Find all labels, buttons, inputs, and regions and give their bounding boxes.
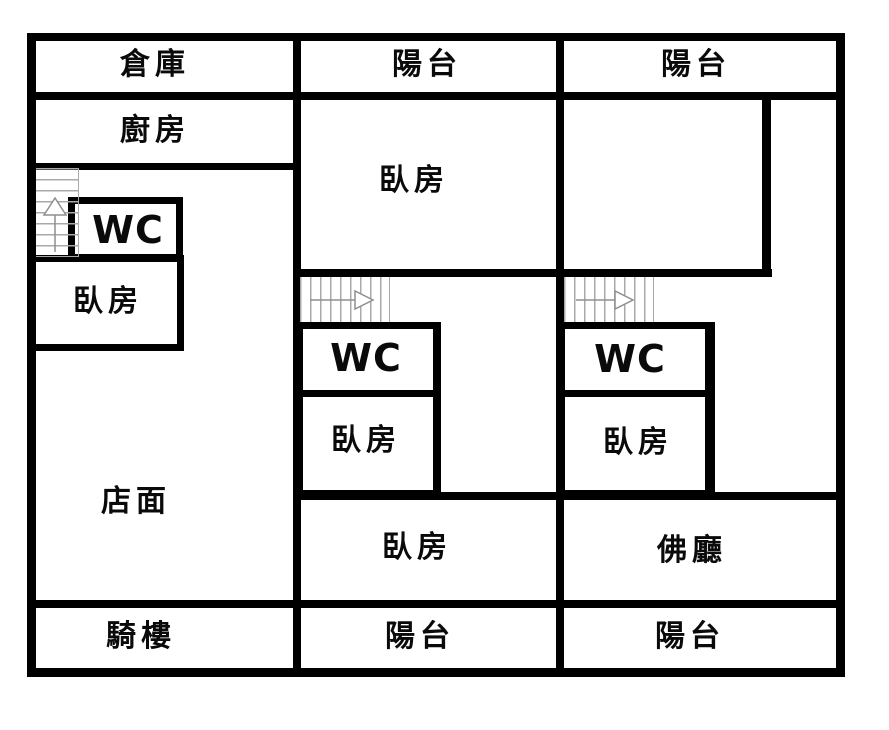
stairs-right-arrow-icon — [310, 289, 375, 311]
bedroom-middle-top-label: 臥房 — [379, 163, 449, 198]
wall-top-row-bottom — [27, 92, 845, 100]
stairs-right-arrow-icon — [576, 289, 635, 311]
arcade-label: 騎樓 — [106, 619, 176, 654]
wall-outer-bottom — [27, 668, 845, 677]
wall-outer-top — [27, 33, 845, 41]
room-bedroom-left — [27, 255, 184, 351]
balcony-bottom-right-label: 陽台 — [655, 619, 725, 654]
wc-left-label: WC — [92, 208, 164, 252]
wall-mid-bedrooms-bottom — [293, 269, 772, 277]
bedroom-left-label: 臥房 — [73, 284, 143, 319]
storefront-label: 店面 — [101, 484, 171, 519]
wc-right-label: WC — [594, 337, 666, 381]
stairs-up-arrow-icon — [42, 196, 68, 252]
balcony-top-right-label: 陽台 — [661, 47, 731, 82]
balcony-bottom-middle-label: 陽台 — [385, 619, 455, 654]
wall-lower-horizontal — [27, 600, 845, 608]
storage-room-label: 倉庫 — [120, 47, 190, 82]
wall-topright-room-right — [762, 95, 771, 276]
wall-kitchen-bottom — [27, 163, 301, 170]
bedroom-right-label: 臥房 — [603, 425, 673, 460]
wall-outer-left — [27, 33, 36, 677]
kitchen-label: 廚房 — [120, 113, 190, 148]
buddha-hall-label: 佛廳 — [657, 533, 727, 568]
wc-middle-label: WC — [330, 336, 402, 380]
wall-outer-right — [836, 33, 845, 677]
bedroom-bottom-middle-label: 臥房 — [382, 530, 452, 565]
room-bedroom-right — [558, 390, 715, 497]
bedroom-middle-label: 臥房 — [331, 423, 401, 458]
room-bedroom-middle — [296, 390, 441, 497]
balcony-top-middle-label: 陽台 — [392, 47, 462, 82]
